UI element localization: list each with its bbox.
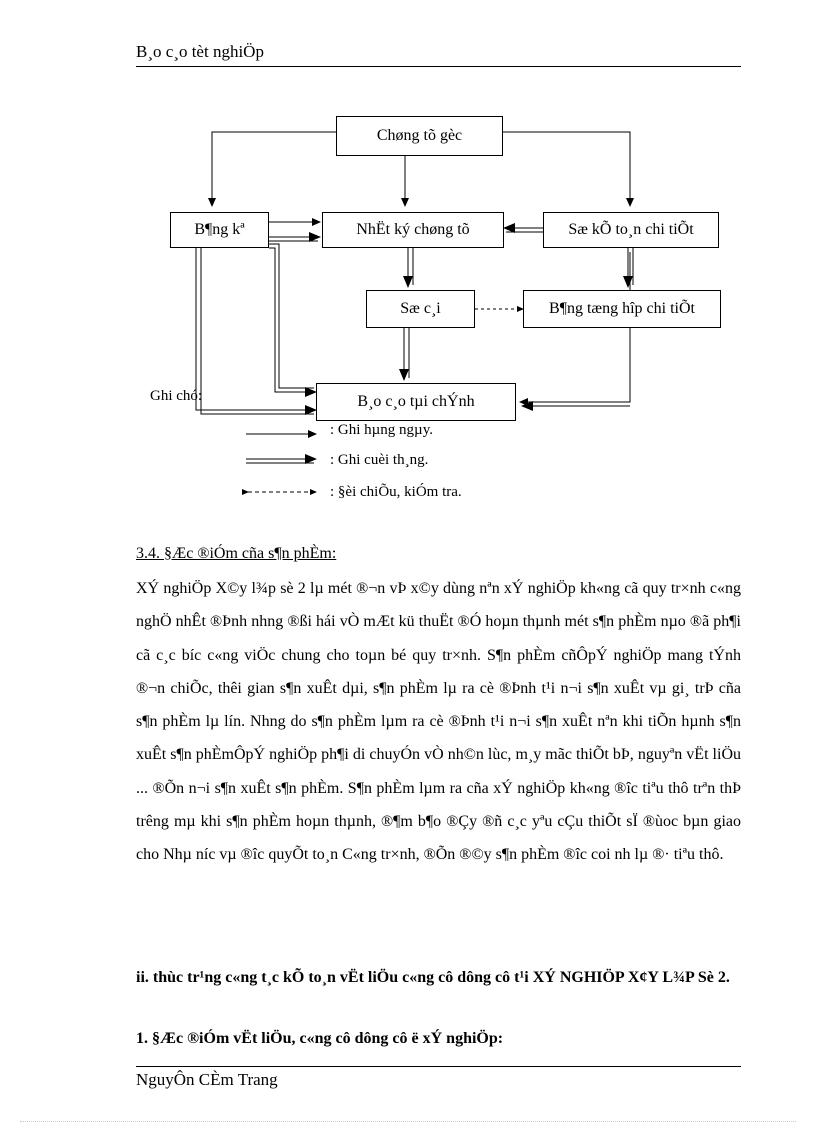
arrows-month-end [195, 223, 634, 415]
subsection-heading: 1. §Æc ®iÓm vËt liÖu, c«ng cô dông cô ë … [136, 1030, 504, 1047]
page-footer: NguyÔn CÈm Trang [136, 1070, 278, 1089]
legend-title: Ghi chó: [150, 388, 203, 404]
general-ledger-box: Sæ c¸i [366, 290, 475, 328]
source-documents-box: Chøng tõ gèc [336, 116, 503, 156]
legend-daily: : Ghi hµng ngµy. [330, 422, 433, 438]
detail-ledger-box: Sæ kÕ to¸n chi tiÕt [543, 212, 719, 248]
page-header: B¸o c¸o tèt nghiÖp [136, 42, 264, 61]
journal-box: NhËt ký chøng tõ [322, 212, 504, 248]
chapter-heading: ii. thùc tr¹ng c«ng t¸c kÕ to¸n vËt liÖu… [136, 969, 730, 986]
register-box: B¶ng kª [170, 212, 269, 248]
accounting-flow-diagram [195, 131, 634, 495]
page-bottom-border [20, 1121, 796, 1122]
financial-report-box: B¸o c¸o tµi chÝnh [316, 383, 516, 421]
legend-check: : §èi chiÕu, kiÓm tra. [330, 484, 462, 500]
footer-divider [136, 1066, 741, 1067]
section-paragraph: XÝ nghiÖp X©y l¾p sè 2 lµ mét ®¬n vÞ x©y… [136, 580, 741, 864]
detail-summary-box: B¶ng tæng hîp chi tiÕt [523, 290, 721, 328]
header-divider [136, 66, 741, 67]
legend-lines [242, 430, 317, 495]
section-heading: 3.4. §Æc ®iÓm cña s¶n phÈm: [136, 545, 337, 562]
legend-month-end: : Ghi cuèi th¸ng. [330, 452, 429, 468]
